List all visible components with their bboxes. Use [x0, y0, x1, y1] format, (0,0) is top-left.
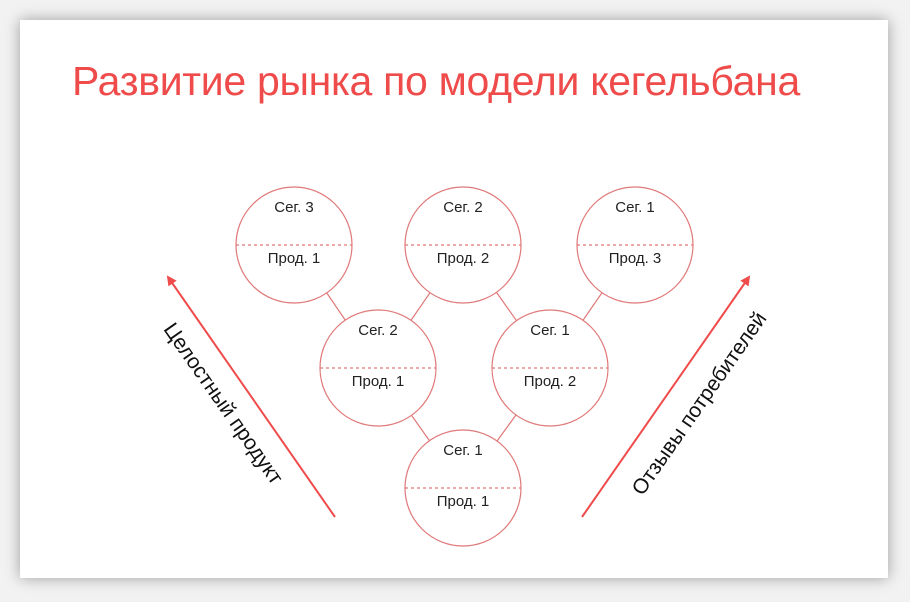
node-product: Прод. 1	[351, 373, 405, 390]
diagram-node: Сег. 2 Прод. 2	[405, 187, 521, 303]
node-product: Прод. 2	[436, 250, 490, 267]
diagram-node: Сег. 1 Прод. 2	[492, 310, 608, 426]
right-arrow	[581, 275, 751, 518]
node-segment: Сег. 3	[274, 199, 314, 216]
node-segment: Сег. 2	[443, 199, 483, 216]
node-segment: Сег. 1	[443, 442, 483, 459]
left-arrow	[166, 275, 336, 518]
node-product: Прод. 1	[436, 493, 490, 510]
node-segment: Сег. 1	[530, 322, 570, 339]
diagram-node: Сег. 2 Прод. 1	[320, 310, 436, 426]
diagram-node: Сег. 3 Прод. 1	[236, 187, 352, 303]
diagram-node: Сег. 1 Прод. 3	[577, 187, 693, 303]
slide-title: Развитие рынка по модели кегельбана	[72, 58, 800, 104]
node-product: Прод. 3	[608, 250, 662, 267]
node-product: Прод. 2	[523, 373, 577, 390]
node-segment: Сег. 2	[358, 322, 398, 339]
diagram-node: Сег. 1 Прод. 1	[405, 430, 521, 546]
node-product: Прод. 1	[267, 250, 321, 267]
node-segment: Сег. 1	[615, 199, 655, 216]
